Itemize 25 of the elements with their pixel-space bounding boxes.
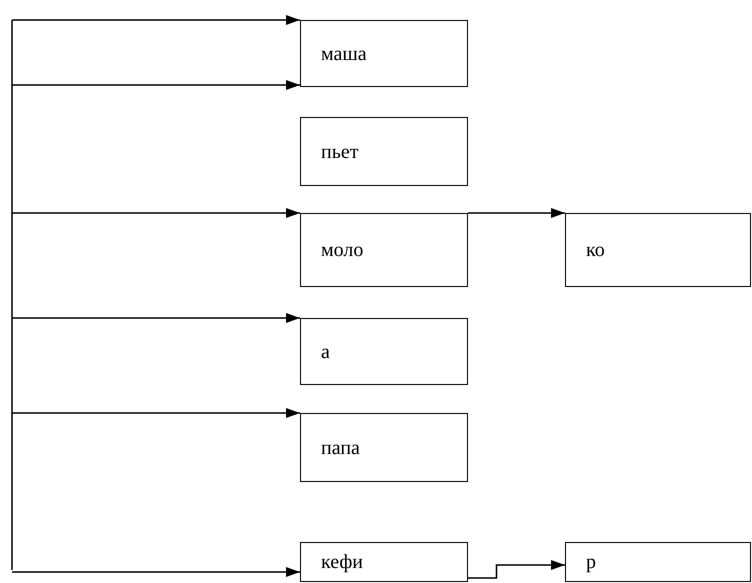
connector-trunk bbox=[11, 20, 13, 570]
box-text: маша bbox=[321, 44, 367, 64]
arrow bbox=[12, 313, 300, 323]
text-box bbox=[300, 318, 468, 385]
box-text: р bbox=[586, 552, 596, 572]
box-text: папа bbox=[321, 438, 360, 458]
arrow bbox=[12, 15, 300, 25]
text-box bbox=[300, 413, 468, 482]
box-text: ко bbox=[586, 240, 605, 260]
box-text: а bbox=[321, 342, 330, 362]
box-text: пьет bbox=[321, 142, 358, 162]
text-box bbox=[300, 117, 468, 186]
box-text: моло bbox=[321, 240, 364, 260]
arrow bbox=[12, 408, 300, 418]
box-text: кефи bbox=[321, 552, 364, 572]
text-box bbox=[300, 20, 468, 87]
text-box bbox=[300, 213, 468, 287]
arrow bbox=[12, 208, 300, 218]
arrow bbox=[12, 567, 300, 577]
arrow bbox=[468, 208, 565, 218]
arrow bbox=[468, 560, 565, 579]
text-box bbox=[565, 542, 751, 582]
arrow bbox=[12, 80, 300, 90]
text-box bbox=[565, 213, 751, 287]
text-box bbox=[300, 542, 468, 582]
